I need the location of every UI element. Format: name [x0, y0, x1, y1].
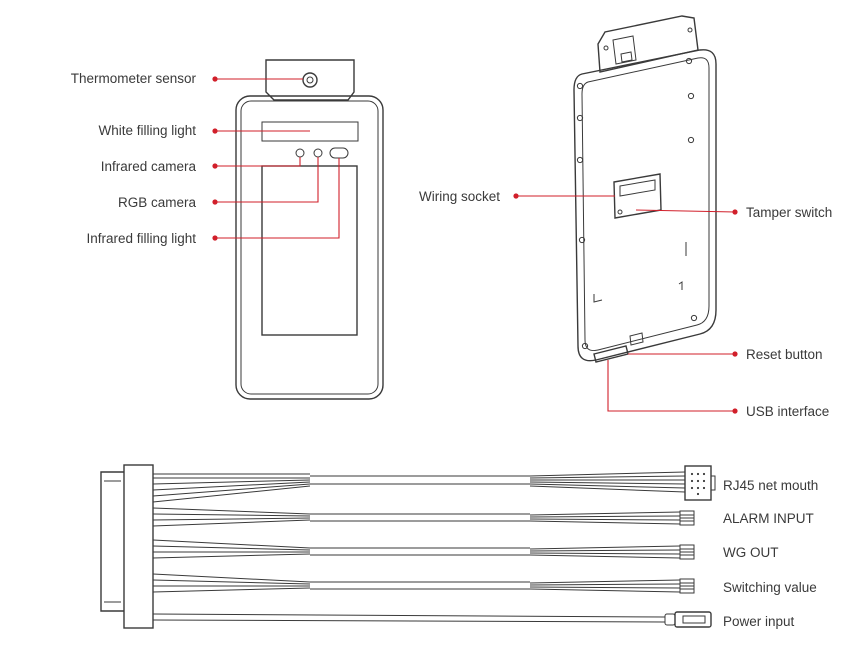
front-body-inner	[240, 100, 379, 395]
main-connector	[123, 464, 154, 629]
label-usb-interface: USB interface	[746, 404, 829, 419]
rj45-cable	[152, 465, 716, 503]
back-body-outer	[573, 49, 717, 362]
front-leaders	[212, 76, 340, 241]
label-infrared-camera: Infrared camera	[101, 159, 197, 174]
front-screen	[261, 165, 358, 336]
label-switching-value: Switching value	[723, 580, 817, 595]
label-power-input: Power input	[723, 614, 795, 629]
infrared-light-window	[329, 147, 349, 159]
wg-out-cable	[152, 539, 695, 560]
label-infrared-filling-light: Infrared filling light	[86, 231, 196, 246]
label-alarm-input: ALARM INPUT	[723, 511, 814, 526]
front-device	[235, 59, 384, 400]
thermometer-module	[265, 59, 355, 101]
cable-harness	[100, 464, 716, 629]
label-wg-out: WG OUT	[723, 545, 779, 560]
front-body-outer	[235, 95, 384, 400]
back-body-inner	[581, 57, 710, 351]
label-thermometer-sensor: Thermometer sensor	[71, 71, 197, 86]
alarm-input-cable	[152, 507, 695, 527]
top-bracket	[597, 15, 699, 73]
power-connector	[674, 611, 712, 628]
label-wiring-socket: Wiring socket	[419, 189, 500, 204]
infrared-camera-lens	[295, 148, 305, 158]
rgb-camera-lens	[313, 148, 323, 158]
label-tamper-switch: Tamper switch	[746, 205, 832, 220]
label-white-filling-light: White filling light	[98, 123, 196, 138]
switching-value-cable	[152, 573, 695, 594]
power-input-cable	[152, 611, 712, 628]
thermometer-lens	[302, 72, 318, 88]
label-rj45-net-mouth: RJ45 net mouth	[723, 478, 818, 493]
back-leaders	[513, 193, 738, 414]
label-reset-button: Reset button	[746, 347, 823, 362]
label-rgb-camera: RGB camera	[118, 195, 197, 210]
back-device	[573, 15, 717, 363]
